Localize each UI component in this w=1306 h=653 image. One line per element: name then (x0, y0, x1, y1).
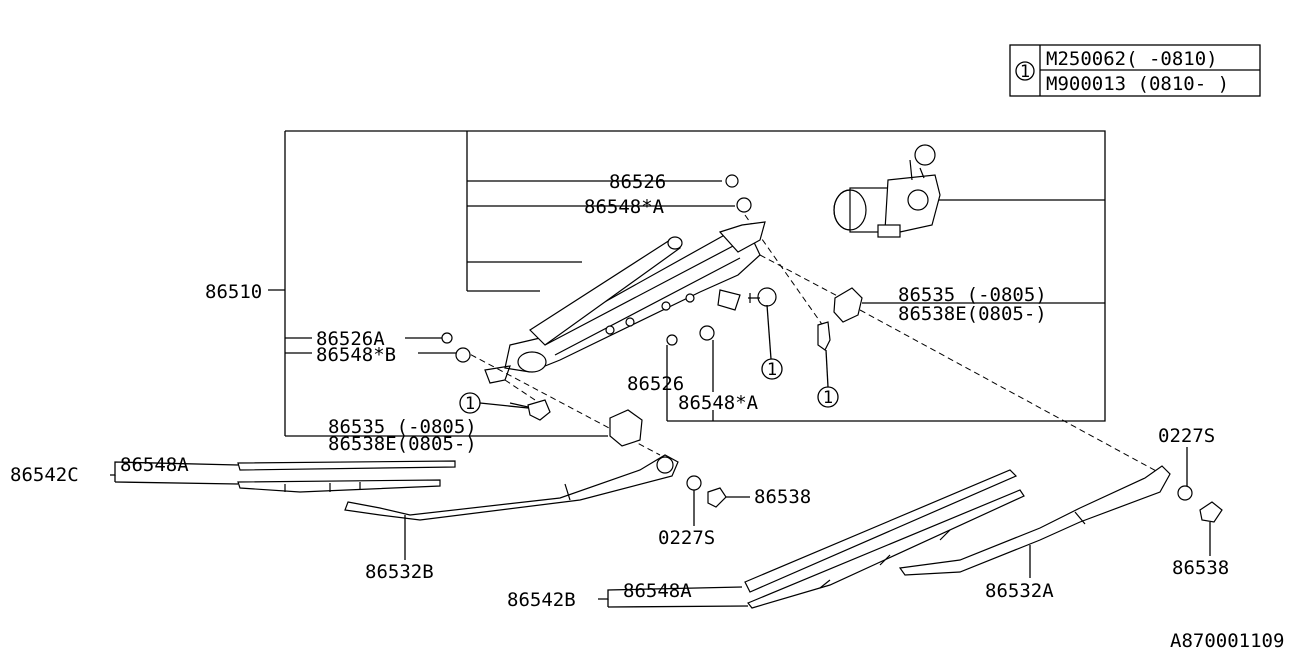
bolt-right-icon (817, 321, 831, 351)
label-86510: 86510 (205, 281, 262, 303)
label-86538-right: 86538 (1172, 557, 1229, 579)
blade-rubber-left-icon (237, 460, 456, 471)
label-86538-center: 86538 (754, 486, 811, 508)
legend-table: 1 M250062( -0810) M900013 (0810- ) (1009, 44, 1261, 97)
ref-circle-3: 1 (465, 394, 475, 414)
label-86535-left: 86535 (-0805) (328, 416, 477, 438)
reference-circles: 1 1 1 (459, 304, 839, 414)
bushing-left-icon (455, 347, 471, 363)
arm-cap-center-icon (707, 487, 727, 508)
bushing-icon (736, 197, 752, 213)
legend-ref-number: 1 (1020, 62, 1030, 82)
legend-row-1: M250062( -0810) (1046, 48, 1218, 70)
hardware-parts (441, 174, 863, 447)
leader-lines (110, 447, 1211, 608)
label-86538e-left: 86538E(0805-) (328, 433, 477, 455)
label-0227s-center: 0227S (658, 527, 715, 549)
right-wiper-assembly (744, 465, 1223, 609)
cap-icon (757, 287, 777, 307)
legend-ref-circle (1015, 61, 1035, 81)
blade-rubber-right-icon (744, 469, 1018, 593)
legend-row-2: M900013 (0810- ) (1046, 73, 1229, 95)
label-86532b: 86532B (365, 561, 434, 583)
label-86548a-top: 86548*A (584, 196, 665, 218)
label-86548a-mid: 86548*A (678, 392, 759, 414)
label-86548a-left: 86548A (120, 454, 189, 476)
pivot-cap-right-icon (833, 287, 863, 323)
wiper-blade-right-icon (747, 489, 1025, 609)
nut-center-icon (686, 475, 702, 491)
wiper-arm-right-icon (898, 465, 1171, 576)
bolt-left-icon (527, 399, 551, 421)
pivot-cap-left-icon (609, 409, 643, 447)
wiper-linkage-icon (484, 221, 766, 384)
wiper-blade-left-icon (237, 479, 441, 493)
nut-right-icon (1177, 485, 1193, 501)
ref-circle-2: 1 (823, 388, 833, 408)
nut-left-icon (441, 332, 453, 344)
label-0227s-right: 0227S (1158, 425, 1215, 447)
label-86535-right: 86535 (-0805) (898, 284, 1047, 306)
assembly-frame (268, 130, 1106, 437)
arm-cap-right-icon (1199, 501, 1223, 523)
label-86526-mid: 86526 (627, 373, 684, 395)
nut-icon (725, 174, 739, 188)
label-86526a: 86526A (316, 328, 385, 350)
label-86532a: 86532A (985, 580, 1054, 602)
doc-code: A870001109 (1170, 630, 1284, 652)
label-86542c: 86542C (10, 464, 79, 486)
label-86542b: 86542B (507, 589, 576, 611)
wiper-arm-left-icon (344, 454, 679, 521)
left-wiper-assembly (237, 454, 727, 521)
wiper-motor-icon (833, 144, 941, 238)
label-86538e-right: 86538E(0805-) (898, 303, 1047, 325)
label-86548b: 86548*B (316, 344, 396, 366)
bushing-mid-icon (699, 325, 715, 341)
label-86548a-bottom: 86548A (623, 580, 692, 602)
ref-circle-1: 1 (767, 360, 777, 380)
part-labels: 86510 86526 86548*A 86535 (-0805) 86538E… (10, 171, 1284, 652)
nut-mid-icon (666, 334, 678, 346)
label-86526-top: 86526 (609, 171, 666, 193)
